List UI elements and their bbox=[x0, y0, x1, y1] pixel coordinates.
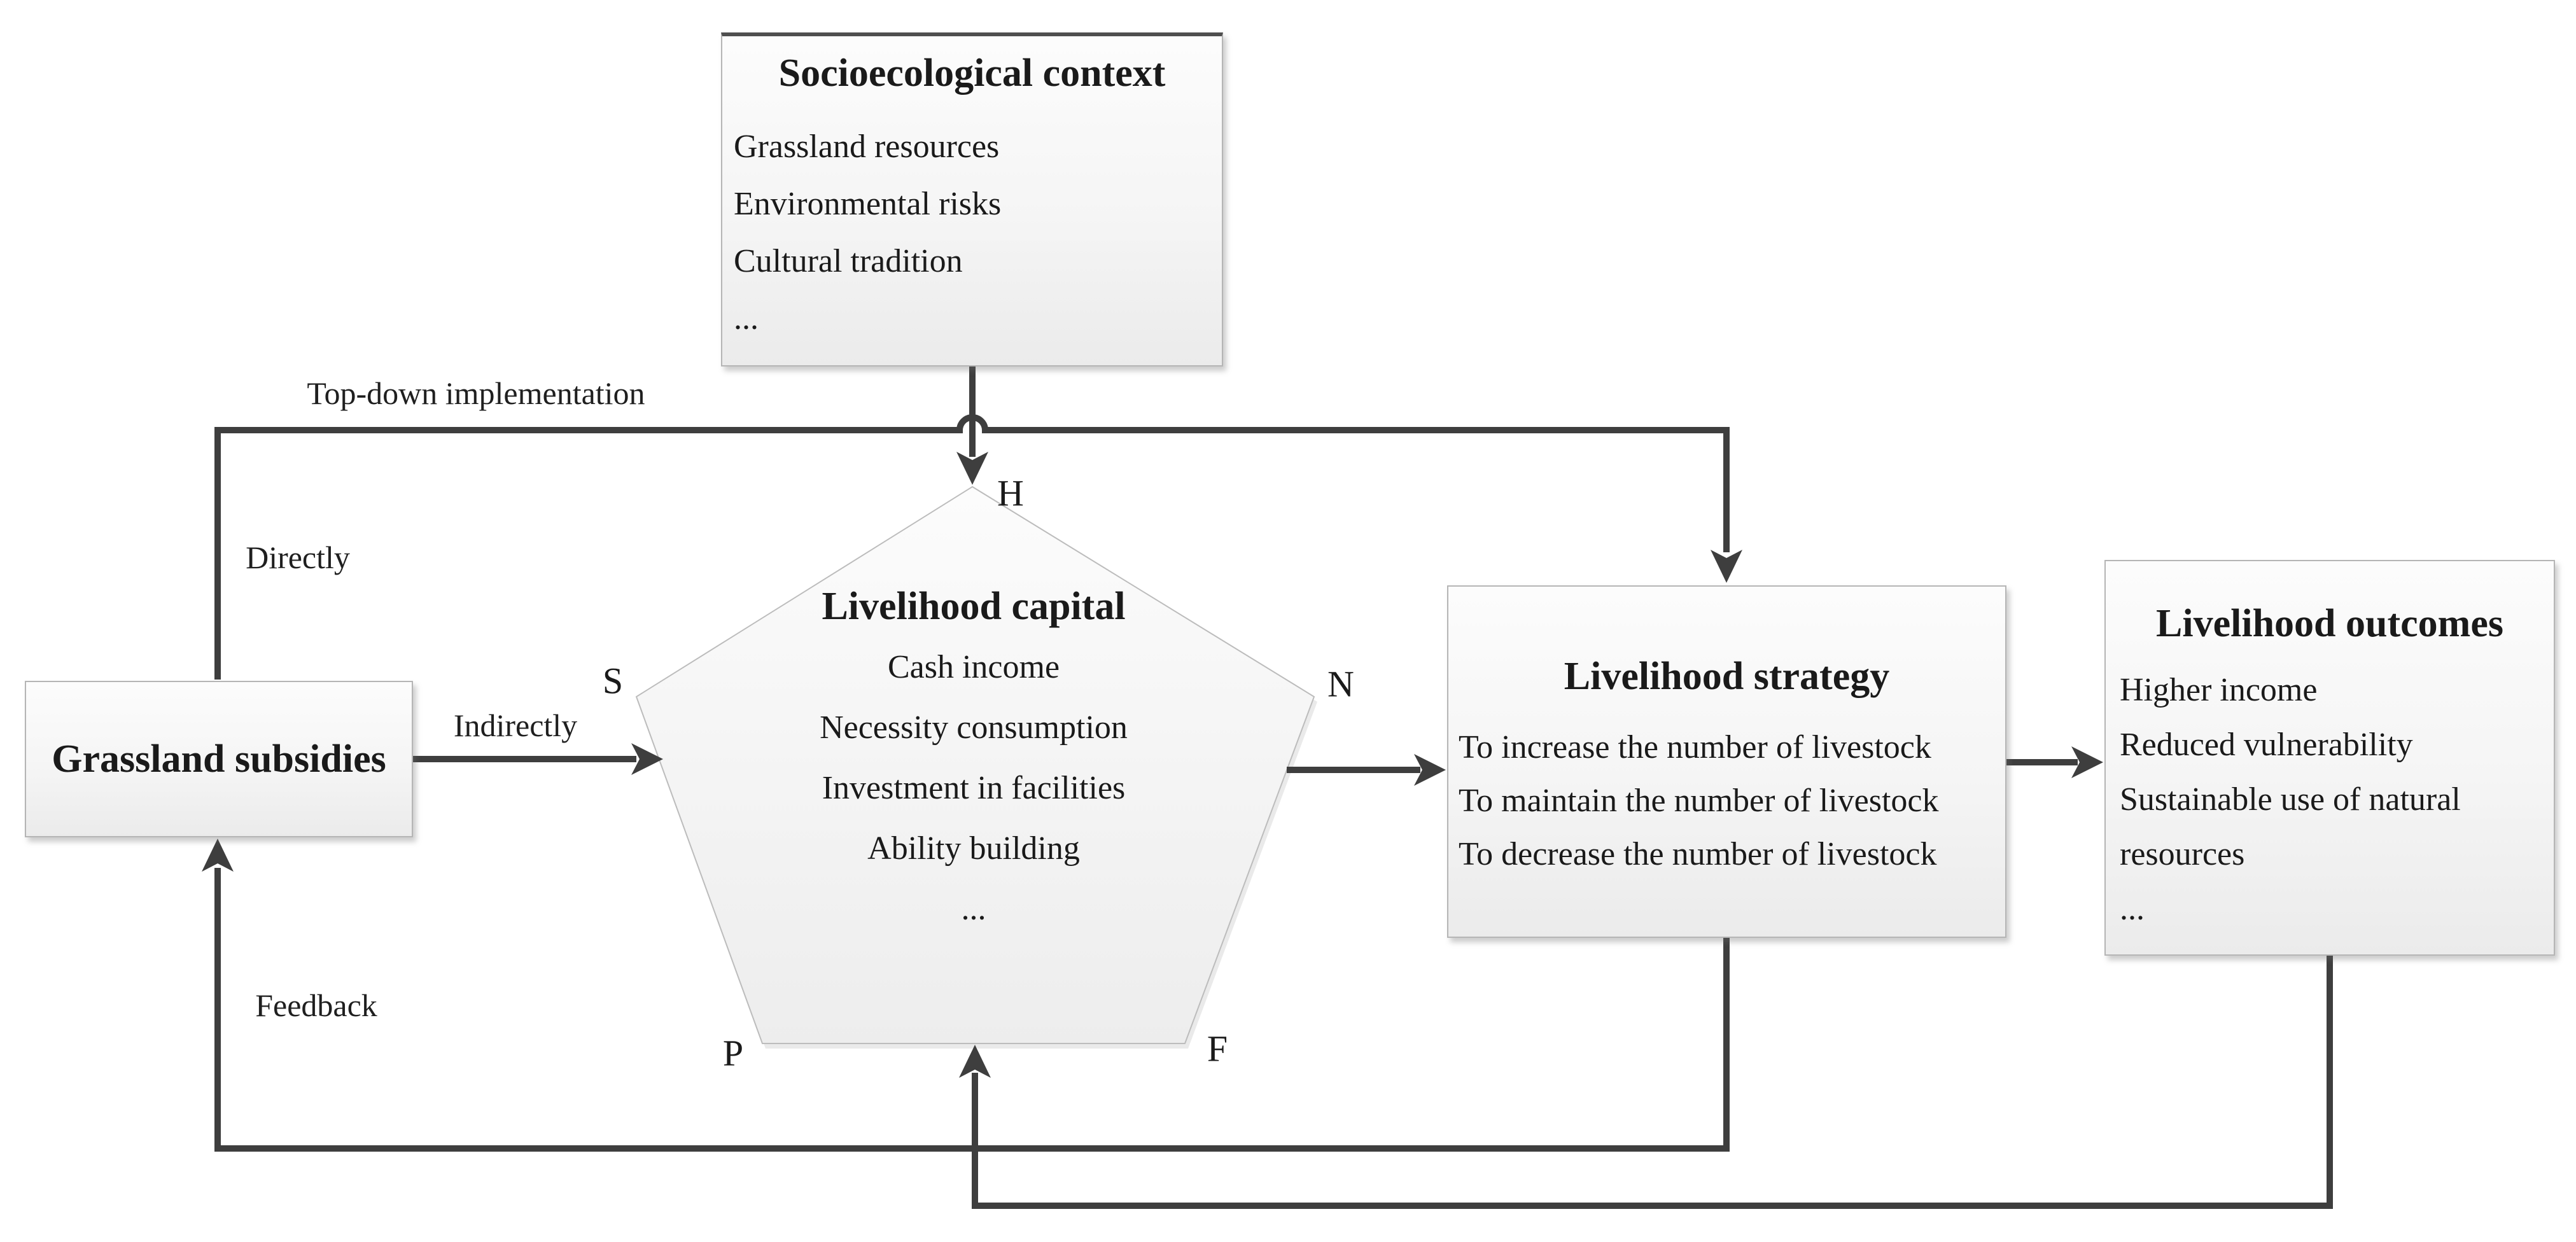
outcomes-item: ... bbox=[2120, 891, 2145, 927]
arrowhead-into-outcomes-left bbox=[2071, 746, 2103, 778]
capital-item: ... bbox=[961, 891, 986, 927]
arrowhead-into-strategy-left bbox=[1414, 754, 1446, 786]
livelihood-capital-pentagon bbox=[635, 485, 1315, 1044]
label-feedback: Feedback bbox=[255, 987, 377, 1023]
arrowhead-into-strategy-top bbox=[1711, 550, 1742, 583]
arrowhead-into-capital-left bbox=[631, 743, 663, 775]
context-item: ... bbox=[734, 300, 759, 337]
livelihood-outcomes-items: Higher income Reduced vulnerability Sust… bbox=[2120, 663, 2540, 937]
livelihood-capital-title: Livelihood capital bbox=[822, 585, 1126, 628]
capital-item: Necessity consumption bbox=[820, 709, 1128, 746]
label-indirectly: Indirectly bbox=[453, 708, 578, 743]
context-item: Cultural tradition bbox=[734, 243, 963, 279]
livelihood-strategy-box: Livelihood strategy To increase the numb… bbox=[1447, 585, 2006, 938]
outcomes-item: Sustainable use of natural resources bbox=[2120, 781, 2461, 872]
socioecological-context-title: Socioecological context bbox=[778, 52, 1166, 95]
vertex-label-p: P bbox=[722, 1032, 744, 1074]
vertex-label-h: H bbox=[997, 472, 1024, 514]
strategy-item: To decrease the number of livestock bbox=[1459, 836, 1937, 872]
vertex-label-n: N bbox=[1327, 663, 1354, 705]
grassland-subsidies-title: Grassland subsidies bbox=[52, 737, 386, 781]
strategy-item: To increase the number of livestock bbox=[1459, 729, 1931, 765]
outcomes-item: Higher income bbox=[2120, 672, 2318, 708]
arrowhead-into-capital-bottom bbox=[959, 1045, 991, 1078]
livelihood-capital-items: Cash income Necessity consumption Invest… bbox=[725, 637, 1222, 939]
arrowhead-into-subsidies-bottom bbox=[202, 839, 234, 872]
arrowhead-into-capital-top bbox=[956, 452, 988, 485]
socioecological-context-box: Socioecological context Grassland resour… bbox=[721, 32, 1223, 366]
label-directly: Directly bbox=[246, 540, 350, 575]
capital-item: Ability building bbox=[867, 830, 1080, 867]
grassland-subsidies-box: Grassland subsidies bbox=[25, 681, 413, 837]
label-top-down-implementation: Top-down implementation bbox=[307, 375, 645, 411]
vertex-label-s: S bbox=[602, 660, 624, 702]
capital-item: Investment in facilities bbox=[822, 770, 1126, 806]
capital-item: Cash income bbox=[887, 649, 1060, 685]
livelihood-capital-content: Livelihood capital Cash income Necessity… bbox=[725, 582, 1222, 939]
livelihood-strategy-title: Livelihood strategy bbox=[1564, 655, 1890, 698]
connector-outcomes-to-capital bbox=[972, 956, 2333, 1209]
livelihood-strategy-items: To increase the number of livestock To m… bbox=[1459, 721, 1995, 881]
context-item: Environmental risks bbox=[734, 186, 1002, 222]
livelihood-outcomes-title: Livelihood outcomes bbox=[2156, 602, 2503, 645]
context-item: Grassland resources bbox=[734, 129, 1000, 165]
outcomes-item: Reduced vulnerability bbox=[2120, 727, 2413, 763]
socioecological-context-items: Grassland resources Environmental risks … bbox=[734, 118, 1210, 347]
livelihood-outcomes-box: Livelihood outcomes Higher income Reduce… bbox=[2104, 560, 2555, 956]
strategy-item: To maintain the number of livestock bbox=[1459, 783, 1939, 819]
vertex-label-f: F bbox=[1207, 1028, 1228, 1070]
